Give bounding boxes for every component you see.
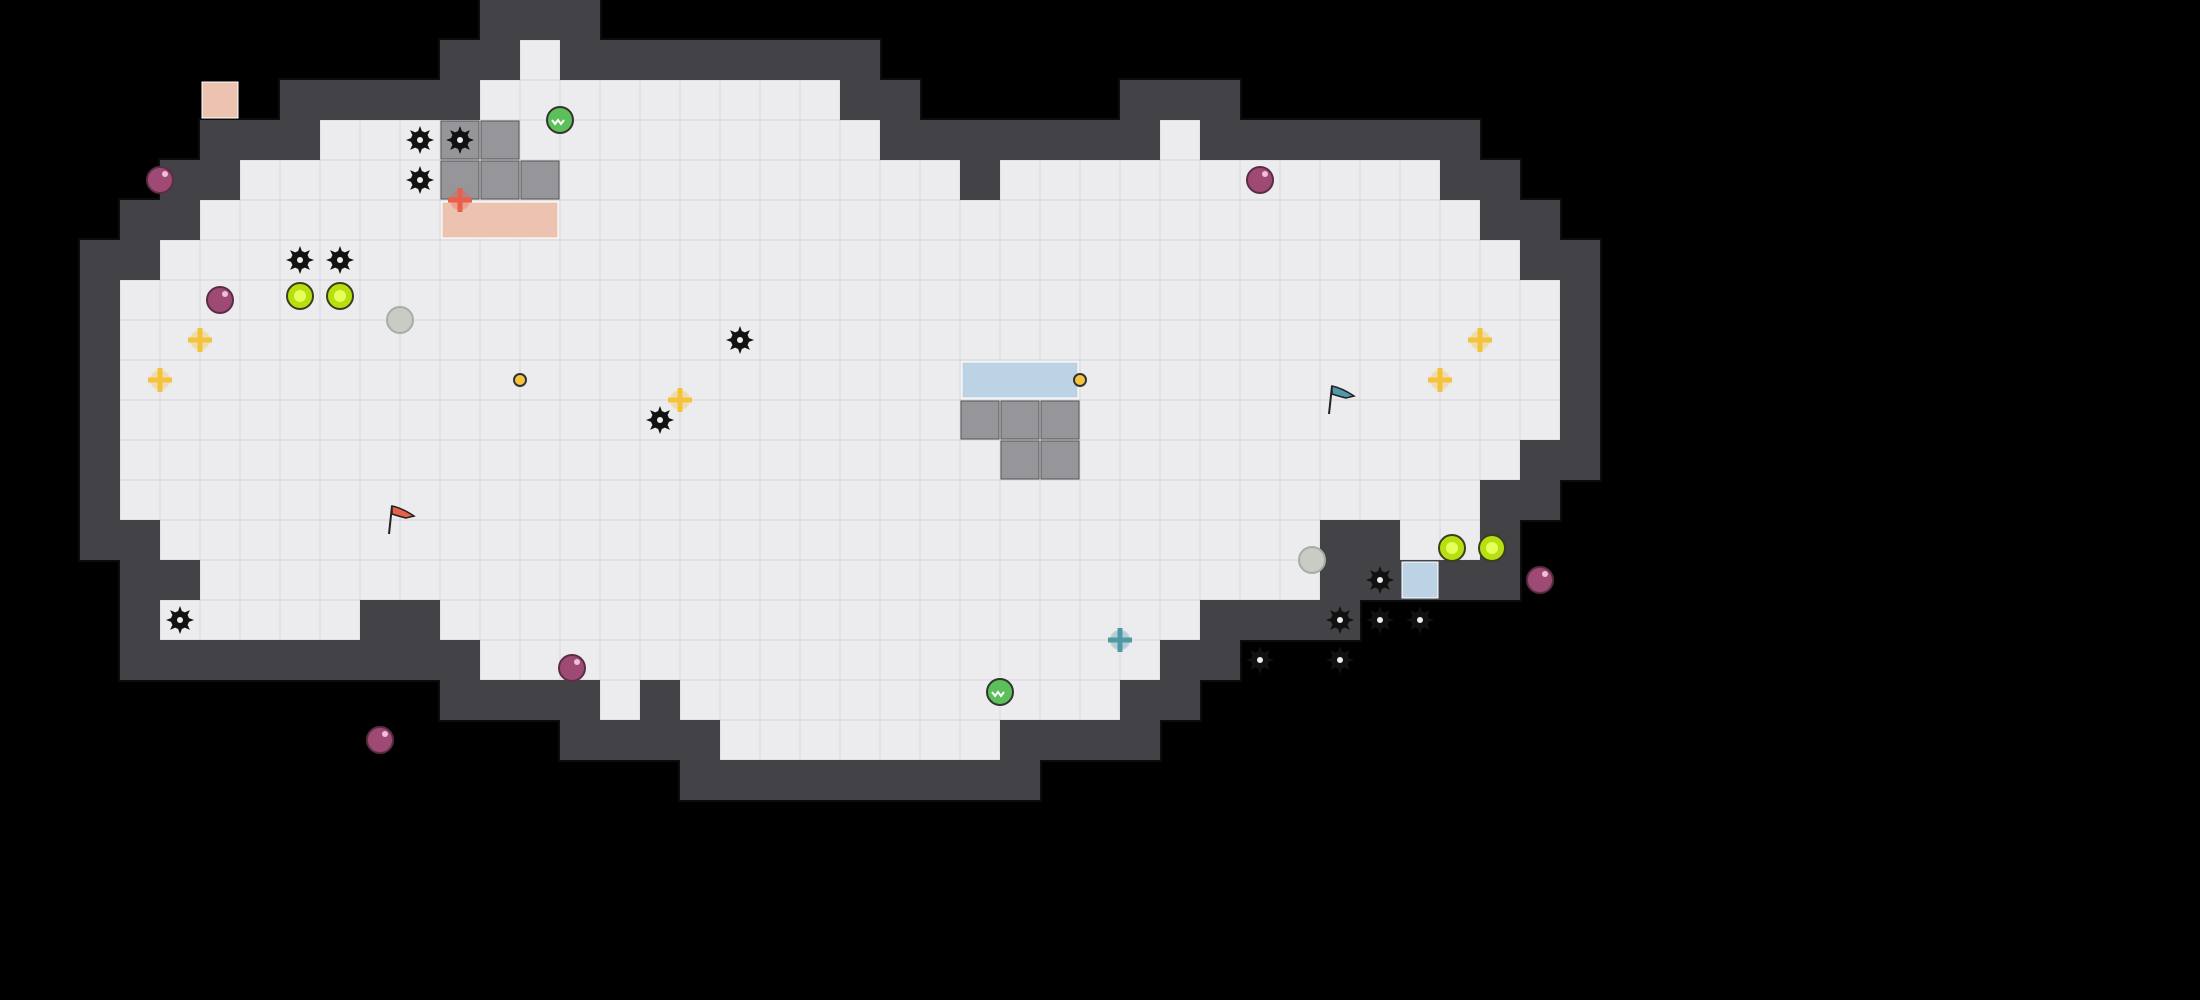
boost-icon	[188, 328, 212, 352]
spike-icon	[1406, 606, 1434, 634]
boost-icon	[1468, 328, 1492, 352]
gate-button-icon	[986, 678, 1014, 706]
button-icon	[513, 373, 527, 387]
object-layer	[146, 106, 1554, 754]
bomb-icon	[366, 726, 394, 754]
bomb-icon	[146, 166, 174, 194]
spike-icon	[1366, 606, 1394, 634]
portal-icon	[386, 306, 414, 334]
spike-icon	[726, 326, 754, 354]
boost-icon	[668, 388, 692, 412]
powerup-icon	[1438, 534, 1466, 562]
bomb-icon	[1526, 566, 1554, 594]
blue-boost-icon	[1108, 628, 1132, 652]
button-icon	[1073, 373, 1087, 387]
spike-icon	[446, 126, 474, 154]
spike-icon	[326, 246, 354, 274]
grate-tile	[1000, 440, 1040, 480]
red-flag-icon	[388, 505, 416, 535]
spike-icon	[1326, 646, 1354, 674]
grate-tile	[960, 400, 1000, 440]
portal-icon	[1298, 546, 1326, 574]
powerup-icon	[326, 282, 354, 310]
grate-tile	[1040, 400, 1080, 440]
grate-tile	[480, 160, 520, 200]
bomb-icon	[1246, 166, 1274, 194]
boost-icon	[148, 368, 172, 392]
spike-icon	[406, 126, 434, 154]
grate-tile	[1000, 400, 1040, 440]
blue-gate-tile	[1401, 561, 1439, 599]
spike-icon	[1326, 606, 1354, 634]
blue-flag-icon	[1328, 385, 1356, 415]
bomb-icon	[558, 654, 586, 682]
gate-button-icon	[546, 106, 574, 134]
spike-icon	[1366, 566, 1394, 594]
red-boost-icon	[448, 188, 472, 212]
spike-icon	[646, 406, 674, 434]
grate-tile	[520, 160, 560, 200]
spike-icon	[286, 246, 314, 274]
grate-tile	[480, 120, 520, 160]
spike-icon	[406, 166, 434, 194]
blue-team-zone	[961, 361, 1079, 399]
powerup-icon	[286, 282, 314, 310]
red-gate-tile	[201, 81, 239, 119]
spike-icon	[1246, 646, 1274, 674]
bomb-icon	[206, 286, 234, 314]
grate-tile	[1040, 440, 1080, 480]
powerup-icon	[1478, 534, 1506, 562]
spike-icon	[166, 606, 194, 634]
boost-icon	[1428, 368, 1452, 392]
